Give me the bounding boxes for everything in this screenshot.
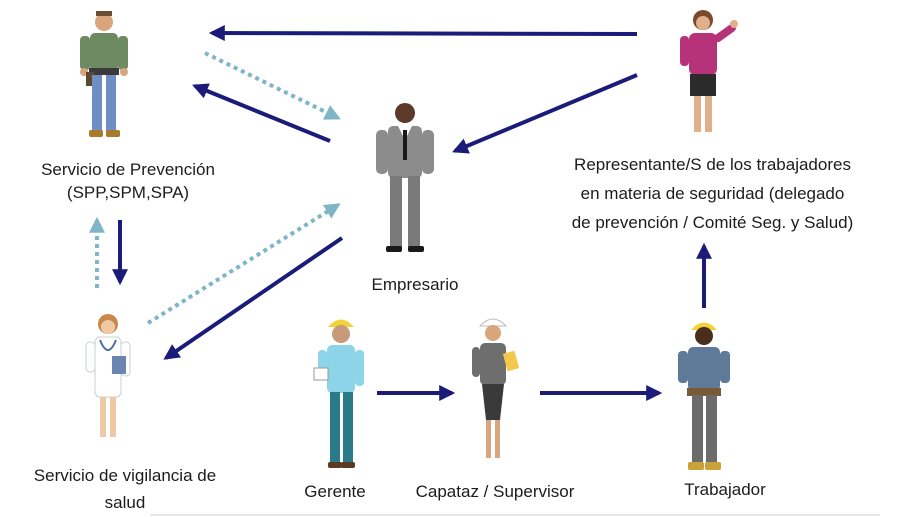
label-representante: Representante/S de los trabajadores en m…	[535, 150, 890, 237]
supervisor-with-clipboard-icon	[472, 318, 520, 458]
arrow-representante-to-prevencion	[208, 25, 638, 42]
construction-worker-icon	[678, 322, 730, 470]
arrow-prevencion-to-empresario-dotted	[204, 51, 341, 120]
arrow-empresario-to-prevencion	[192, 83, 331, 143]
label-line: (SPP,SPM,SPA)	[66, 183, 190, 202]
label-capataz: Capataz / Supervisor	[395, 480, 595, 503]
manager-with-hard-hat-icon	[313, 319, 364, 468]
doctor-with-stethoscope-icon	[85, 314, 131, 437]
label-line: Trabajador	[684, 480, 766, 499]
label-vigilancia-salud: Servicio de vigilancia de salud	[0, 462, 250, 516]
label-line: de prevención / Comité Seg. y Salud)	[571, 213, 854, 232]
label-line: Capataz / Supervisor	[415, 482, 575, 501]
label-trabajador: Trabajador	[660, 478, 790, 501]
woman-waving-icon	[680, 10, 738, 132]
label-line: Servicio de vigilancia de	[33, 466, 217, 485]
worker-with-tool-belt-icon	[80, 11, 128, 137]
label-servicio-prevencion: Servicio de Prevención (SPP,SPM,SPA)	[18, 158, 238, 204]
businessman-in-suit-icon	[376, 103, 434, 252]
label-line: salud	[104, 493, 146, 512]
label-line: en materia de seguridad (delegado	[580, 184, 845, 203]
label-line: Representante/S de los trabajadores	[574, 155, 851, 174]
label-line: Servicio de Prevención	[41, 160, 215, 179]
label-empresario: Empresario	[340, 273, 490, 296]
arrow-vigilancia-to-empresario-dotted	[146, 203, 341, 325]
label-line: Gerente	[304, 482, 366, 501]
arrow-representante-to-empresario	[452, 73, 638, 154]
bottom-divider	[150, 514, 880, 516]
label-gerente: Gerente	[280, 480, 390, 503]
label-line: Empresario	[371, 275, 459, 294]
arrow-empresario-to-vigilancia	[163, 236, 344, 360]
